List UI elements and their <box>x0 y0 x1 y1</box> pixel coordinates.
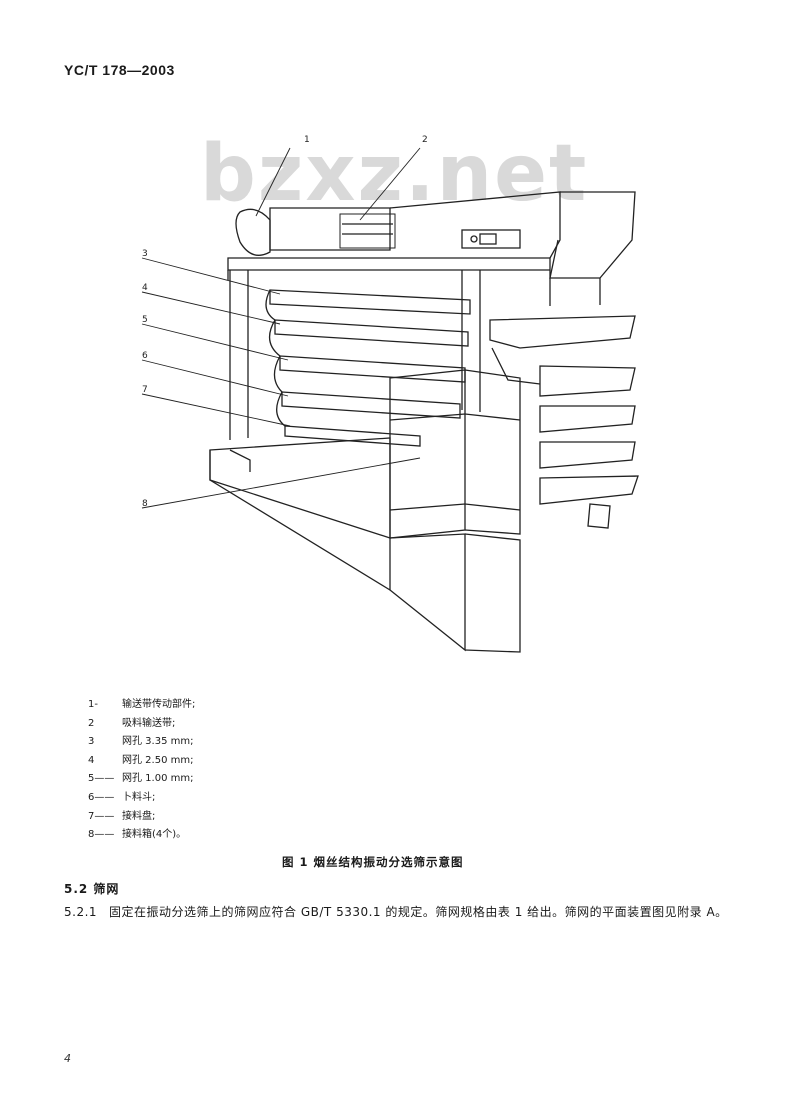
legend-item: 5—— 网孔 1.00 mm; <box>88 770 508 789</box>
legend-num: 3 <box>88 736 95 748</box>
legend-item: 8—— 接料箱(4个)。 <box>88 826 508 845</box>
callout-4: 4 <box>142 283 148 293</box>
legend-text: 接料箱(4个)。 <box>122 829 187 841</box>
callout-8: 8 <box>142 499 148 509</box>
callout-7: 7 <box>142 385 148 395</box>
figure-vibrating-sieve: bzxz.net <box>120 120 660 680</box>
legend-text: 网孔 1.00 mm; <box>122 773 194 785</box>
machine-drawing <box>209 191 639 653</box>
callout-1: 1 <box>304 135 310 145</box>
legend-num: 6—— <box>88 791 115 803</box>
callout-3: 3 <box>142 249 148 259</box>
page-number: 4 <box>64 1052 71 1065</box>
paragraph-number: 5.2.1 <box>64 905 98 919</box>
legend-text: 网孔 2.50 mm; <box>122 754 194 766</box>
legend-text: 吸料输送带; <box>122 717 176 729</box>
figure-caption: 图 1 烟丝结构振动分选筛示意图 <box>282 855 464 869</box>
section-paragraph: 5.2.1 固定在振动分选筛上的筛网应符合 GB/T 5330.1 的规定。筛网规… <box>64 901 740 924</box>
sieve-diagram: bzxz.net <box>141 129 639 653</box>
callout-6: 6 <box>142 351 148 361</box>
callout-2: 2 <box>422 135 428 145</box>
legend-item: 2 吸料输送带; <box>88 715 508 734</box>
legend-num: 5—— <box>88 773 115 785</box>
legend-num: 7—— <box>88 810 115 822</box>
legend-text: 网孔 3.35 mm; <box>122 736 194 748</box>
callout-5: 5 <box>142 315 148 325</box>
legend-num: 1- <box>88 699 98 710</box>
callout-leaders <box>141 147 421 509</box>
legend-num: 4 <box>88 754 95 766</box>
section-heading: 5.2 筛网 <box>64 882 120 896</box>
legend-num: 8—— <box>88 829 115 841</box>
legend-item: 1- 输送带传动部件; <box>88 696 508 715</box>
legend-text: 输送带传动部件; <box>122 699 196 710</box>
legend-text: 卜料斗; <box>122 791 156 803</box>
legend-item: 4 网孔 2.50 mm; <box>88 752 508 771</box>
legend-item: 7—— 接料盘; <box>88 808 508 827</box>
legend-item: 3 网孔 3.35 mm; <box>88 733 508 752</box>
watermark-text: bzxz.net <box>200 129 588 219</box>
legend-text: 接料盘; <box>122 810 156 822</box>
legend-item: 6—— 卜料斗; <box>88 789 508 808</box>
legend-num: 2 <box>88 717 95 729</box>
paragraph-text: 固定在振动分选筛上的筛网应符合 GB/T 5330.1 的规定。筛网规格由表 1… <box>109 905 728 919</box>
figure-legend: 1- 输送带传动部件; 2 吸料输送带; 3 网孔 3.35 mm; 4 网孔 … <box>88 696 508 845</box>
callout-labels: 1 2 3 4 5 6 7 8 <box>142 135 428 509</box>
standard-code: YC/T 178—2003 <box>64 62 175 78</box>
